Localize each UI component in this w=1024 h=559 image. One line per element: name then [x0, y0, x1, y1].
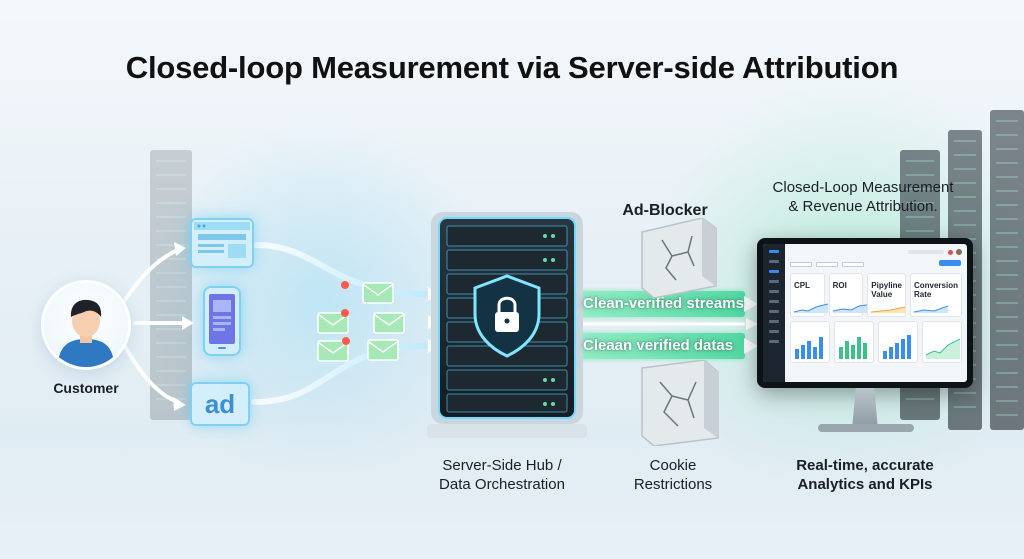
shield-lock-icon	[473, 274, 541, 358]
page-title: Closed-loop Measurement via Server-side …	[125, 50, 899, 85]
kpi-tile-name: CPL	[794, 281, 810, 290]
monitor-stand	[852, 388, 878, 428]
envelope-icon	[317, 312, 349, 334]
alert-dot-icon	[341, 281, 349, 289]
arrowhead	[744, 338, 758, 354]
browser-window-icon	[194, 222, 250, 258]
dashboard-filters	[790, 262, 962, 267]
server-hub-label-line2: Data Orchestration	[439, 476, 565, 493]
cookie-label-line1: Cookie	[649, 457, 697, 474]
dashboard-action-button[interactable]	[939, 260, 961, 266]
arrowhead	[174, 242, 186, 256]
ad-blocker-label: Ad-Blocker	[622, 202, 708, 219]
kpi-tile-name: Pipyline Value	[871, 281, 902, 299]
datacenter-rack	[990, 110, 1024, 430]
server-hub	[427, 212, 587, 438]
alert-dot-icon	[341, 309, 349, 317]
kpi-tile-name: ROI	[832, 281, 847, 290]
sparkline	[794, 303, 828, 313]
mini-bar-chart	[878, 321, 918, 363]
arrowhead	[746, 318, 758, 330]
analytics-monitor: CPL ROI Pipyline Value Conversion Rate	[757, 238, 973, 388]
alert-dot-icon	[342, 337, 350, 345]
customer-to-channel-arrows	[123, 248, 186, 404]
dashboard-sidebar	[763, 244, 785, 382]
sparkline	[871, 306, 906, 313]
customer-label: Customer	[53, 380, 119, 396]
mobile-app-channel	[203, 286, 241, 356]
cookie-restrictions-label: Cookie Restrictions	[618, 456, 728, 494]
sparkline	[913, 305, 948, 313]
ad-channel: ad	[190, 382, 250, 426]
dashboard-main: CPL ROI Pipyline Value Conversion Rate	[785, 244, 967, 382]
customer-avatar	[44, 283, 128, 367]
dashboard-topbar	[790, 248, 962, 256]
kpi-tile-name: Conversion Rate	[913, 281, 958, 299]
person-icon	[58, 299, 114, 367]
mini-line-chart	[922, 321, 962, 363]
dashboard-charts	[790, 321, 962, 363]
clean-stream-beams	[575, 290, 745, 360]
envelope-icon	[373, 312, 405, 334]
closed-loop-label-line1: Closed-Loop Measurement	[772, 179, 954, 196]
kpi-tile: ROI	[828, 273, 867, 317]
kpi-label-line1: Real-time, accurate	[796, 457, 934, 474]
datacenter-rack	[150, 150, 192, 420]
cracked-wall-ad-blocker	[641, 218, 717, 298]
monitor-stand-base	[818, 424, 914, 432]
sparkline	[832, 304, 867, 313]
dashboard-screen: CPL ROI Pipyline Value Conversion Rate	[763, 244, 967, 382]
server-hub-label-line1: Server-Side Hub /	[442, 457, 562, 474]
server-hub-label: Server-Side Hub / Data Orchestration	[412, 456, 592, 494]
smartphone-icon	[209, 294, 235, 349]
closed-loop-label-line2: & Revenue Attribution.	[788, 198, 938, 215]
kpi-tile: Pipyline Value	[867, 273, 906, 317]
closed-loop-label: Closed-Loop Measurement & Revenue Attrib…	[738, 178, 988, 216]
kpi-tile: CPL	[790, 273, 828, 317]
stream-label: Cleaan verified datas	[583, 337, 734, 354]
cracked-wall-cookie	[641, 360, 719, 446]
arrowhead	[744, 296, 758, 312]
kpi-label: Real-time, accurate Analytics and KPIs	[770, 456, 960, 494]
kpi-tiles: CPL ROI Pipyline Value Conversion Rate	[790, 273, 962, 317]
stream-label: Clean-verified streams	[583, 295, 744, 312]
arrowhead	[173, 397, 186, 411]
envelope-icon	[317, 340, 349, 362]
envelope-icon	[362, 282, 394, 304]
mini-bar-chart	[834, 321, 874, 363]
arrowhead	[182, 316, 194, 330]
web-page-channel	[190, 218, 254, 268]
kpi-label-line2: Analytics and KPIs	[797, 476, 933, 493]
cookie-label-line2: Restrictions	[633, 476, 713, 493]
envelope-icon	[367, 339, 399, 361]
kpi-tile: Conversion Rate	[909, 273, 962, 317]
mini-bar-chart	[790, 321, 830, 363]
floor	[0, 420, 1024, 559]
